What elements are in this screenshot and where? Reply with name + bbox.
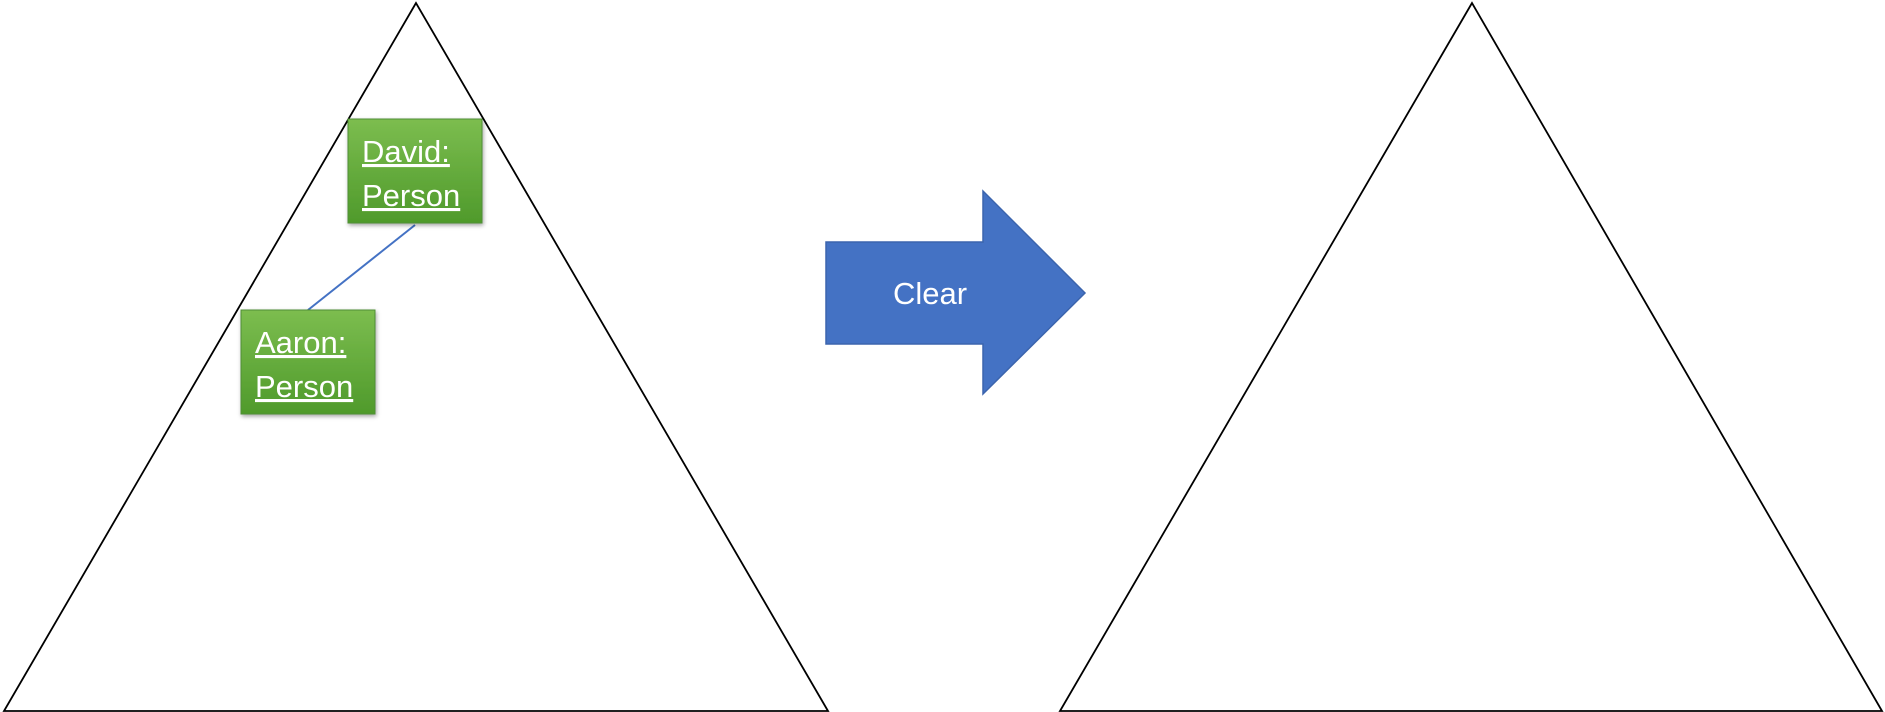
node-aaron-name: Aaron:	[255, 325, 346, 360]
connector-line	[307, 224, 416, 311]
clear-arrow-shape	[825, 189, 1087, 396]
left-triangle	[2, 1, 830, 712]
node-david-person[interactable]: David: Person	[347, 118, 483, 224]
node-aaron-type: Person	[255, 369, 353, 404]
node-david-type: Person	[362, 178, 460, 213]
right-triangle	[1058, 1, 1884, 712]
node-aaron-person[interactable]: Aaron: Person	[240, 309, 376, 415]
clear-arrow-label: Clear	[893, 276, 967, 311]
node-david-name: David:	[362, 134, 450, 169]
clear-arrow[interactable]: Clear	[825, 189, 1087, 396]
